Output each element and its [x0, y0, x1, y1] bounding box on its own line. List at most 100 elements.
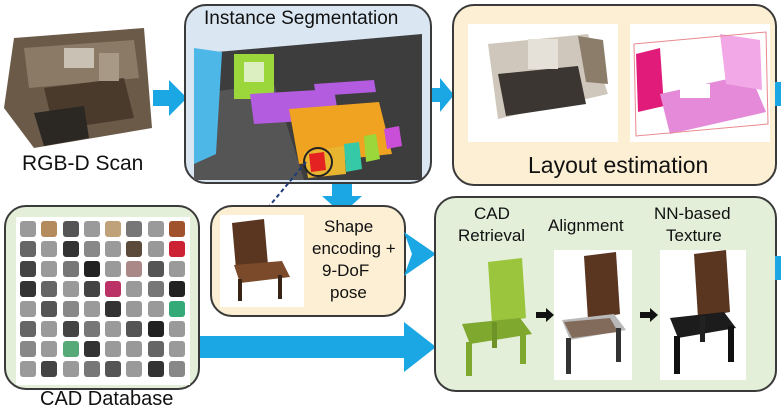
cad-thumb	[168, 241, 185, 257]
cad-thumb	[147, 261, 164, 277]
cad-thumb	[83, 241, 100, 257]
segmentation-panel: Instance Segmentation	[184, 4, 432, 184]
cad-thumb	[20, 261, 36, 277]
retrieval-label-1: CAD	[474, 204, 510, 223]
cad-thumb	[20, 241, 36, 257]
cad-database-image	[16, 217, 190, 385]
arrow-shape-to-final	[404, 232, 436, 281]
cad-thumb	[20, 341, 36, 357]
cad-thumb	[126, 361, 143, 377]
cad-thumb	[41, 261, 58, 277]
segmentation-image	[194, 34, 422, 180]
arrow-database-to-final	[200, 322, 436, 377]
retrieval-label-2: Retrieval	[458, 226, 526, 245]
cad-thumb	[20, 361, 36, 377]
cad-thumb	[41, 321, 58, 337]
cad-thumb	[62, 241, 79, 257]
cad-thumb	[41, 221, 58, 237]
cad-thumb	[20, 301, 36, 317]
rgbd-scan-image	[4, 18, 154, 158]
cad-thumb	[147, 361, 164, 377]
segmentation-title: Instance Segmentation	[204, 8, 399, 29]
shape-pointcloud-image	[220, 215, 304, 307]
shape-label-2: encoding +	[312, 239, 396, 258]
cad-thumb	[147, 321, 164, 337]
layout-image-planes	[630, 24, 770, 142]
cad-thumb	[62, 321, 79, 337]
cad-thumb	[62, 361, 79, 377]
layout-label: Layout estimation	[528, 152, 709, 178]
cad-thumb	[41, 301, 58, 317]
cad-thumb	[147, 301, 164, 317]
cad-thumb	[41, 241, 58, 257]
layout-image-room	[468, 24, 618, 142]
cad-thumb	[105, 281, 121, 297]
alignment-label: Alignment	[548, 216, 624, 235]
texture-label-2: Texture	[666, 226, 722, 245]
shape-label-4: pose	[330, 283, 367, 302]
cad-thumb	[168, 221, 185, 237]
aligned-chair-image	[554, 250, 632, 380]
cad-thumb	[105, 361, 121, 377]
cad-thumb	[62, 261, 79, 277]
cad-thumb	[168, 281, 185, 297]
cad-thumb	[83, 341, 100, 357]
cad-database-panel	[4, 205, 200, 390]
cad-thumb	[126, 261, 143, 277]
cad-thumb	[168, 261, 185, 277]
shape-panel: Shape encoding + 9-DoF pose	[210, 205, 406, 317]
cad-thumb	[105, 341, 121, 357]
cad-thumb	[20, 321, 36, 337]
cad-thumb	[168, 341, 185, 357]
cad-thumb	[62, 301, 79, 317]
arrow-layout-right	[775, 82, 781, 111]
arrow-segmentation-down	[322, 184, 362, 219]
cad-thumb	[168, 321, 185, 337]
cad-database-label: CAD Database	[40, 388, 174, 410]
cad-thumb	[147, 341, 164, 357]
cad-thumb	[62, 281, 79, 297]
cad-thumb	[83, 321, 100, 337]
cad-thumb	[62, 221, 79, 237]
cad-thumb	[83, 361, 100, 377]
cad-thumb	[41, 281, 58, 297]
cad-thumb	[83, 301, 100, 317]
cad-thumb	[126, 281, 143, 297]
cad-thumb	[105, 221, 121, 237]
arrow-scan-to-segmentation	[153, 80, 187, 121]
arrow-alignment-to-texture	[640, 308, 658, 327]
arrow-final-right	[775, 256, 781, 285]
cad-thumb	[105, 241, 121, 257]
cad-thumb	[168, 301, 185, 317]
cad-thumb	[83, 281, 100, 297]
rgbd-scan-label: RGB-D Scan	[22, 152, 144, 175]
cad-thumb	[147, 281, 164, 297]
shape-label-1: Shape	[324, 217, 374, 236]
layout-panel: Layout estimation	[452, 4, 777, 186]
arrow-retrieval-to-alignment	[536, 308, 554, 327]
cad-thumb	[147, 241, 164, 257]
arrow-segmentation-to-layout	[432, 78, 454, 117]
cad-thumb	[105, 301, 121, 317]
cad-thumb	[126, 341, 143, 357]
shape-label-3: 9-DoF	[322, 261, 370, 280]
cad-thumbnail-grid	[20, 221, 186, 377]
cad-thumb	[62, 341, 79, 357]
cad-thumb	[41, 361, 58, 377]
cad-thumb	[126, 241, 143, 257]
cad-thumb	[147, 221, 164, 237]
texture-label-1: NN-based	[654, 204, 731, 223]
cad-thumb	[83, 221, 100, 237]
cad-thumb	[168, 361, 185, 377]
cad-thumb	[105, 261, 121, 277]
retrieved-chair-image	[454, 258, 538, 380]
final-panel: CAD Retrieval Alignment NN-based Texture	[434, 196, 777, 392]
cad-thumb	[83, 261, 100, 277]
cad-thumb	[20, 281, 36, 297]
cad-thumb	[126, 221, 143, 237]
cad-thumb	[41, 341, 58, 357]
cad-thumb	[126, 321, 143, 337]
textured-chair-image	[660, 250, 746, 380]
cad-thumb	[20, 221, 36, 237]
cad-thumb	[126, 301, 143, 317]
